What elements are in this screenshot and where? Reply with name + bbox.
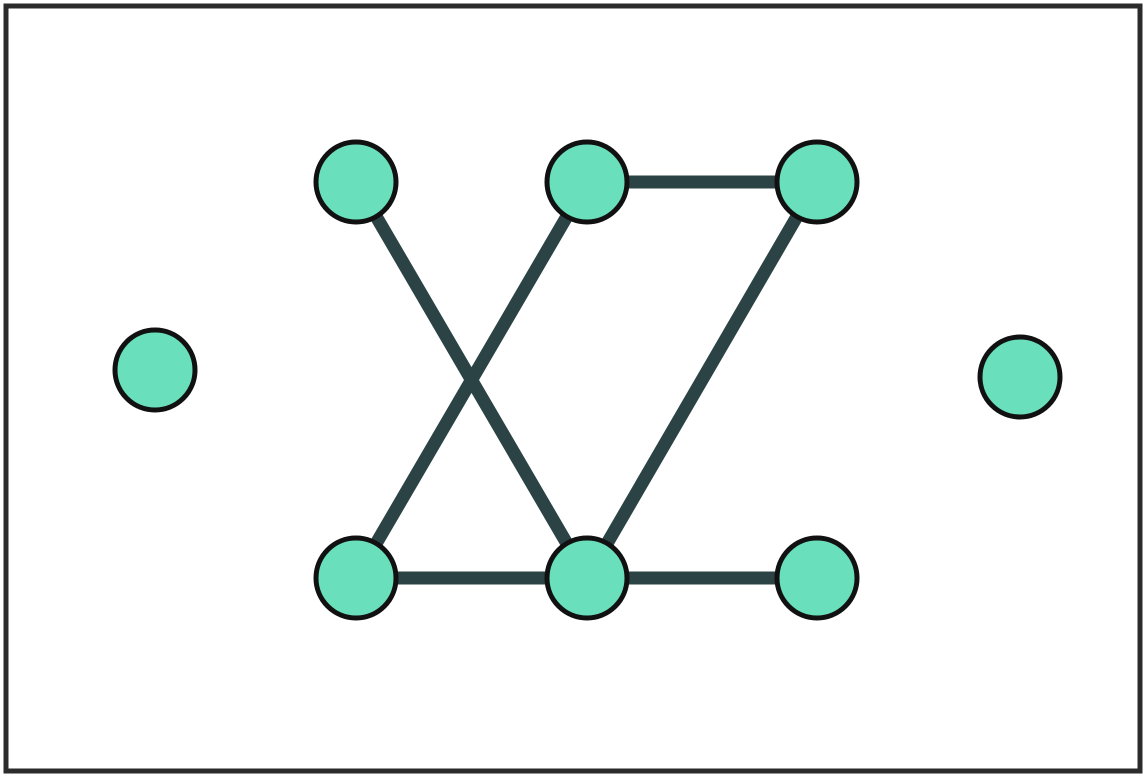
graph-node-n8 (977, 334, 1063, 420)
graph-node-n5 (313, 535, 399, 621)
diagram-frame (3, 3, 1143, 774)
edge-n4-n6 (580, 175, 824, 585)
edge-n3-n5 (349, 175, 594, 585)
graph-node-n4 (774, 139, 860, 225)
graph-node-n7 (774, 535, 860, 621)
graph-node-n6 (544, 535, 630, 621)
graph-node-n3 (544, 139, 630, 225)
graph-node-n2 (313, 139, 399, 225)
graph-node-n1 (112, 327, 198, 413)
node-layer (112, 139, 1063, 621)
